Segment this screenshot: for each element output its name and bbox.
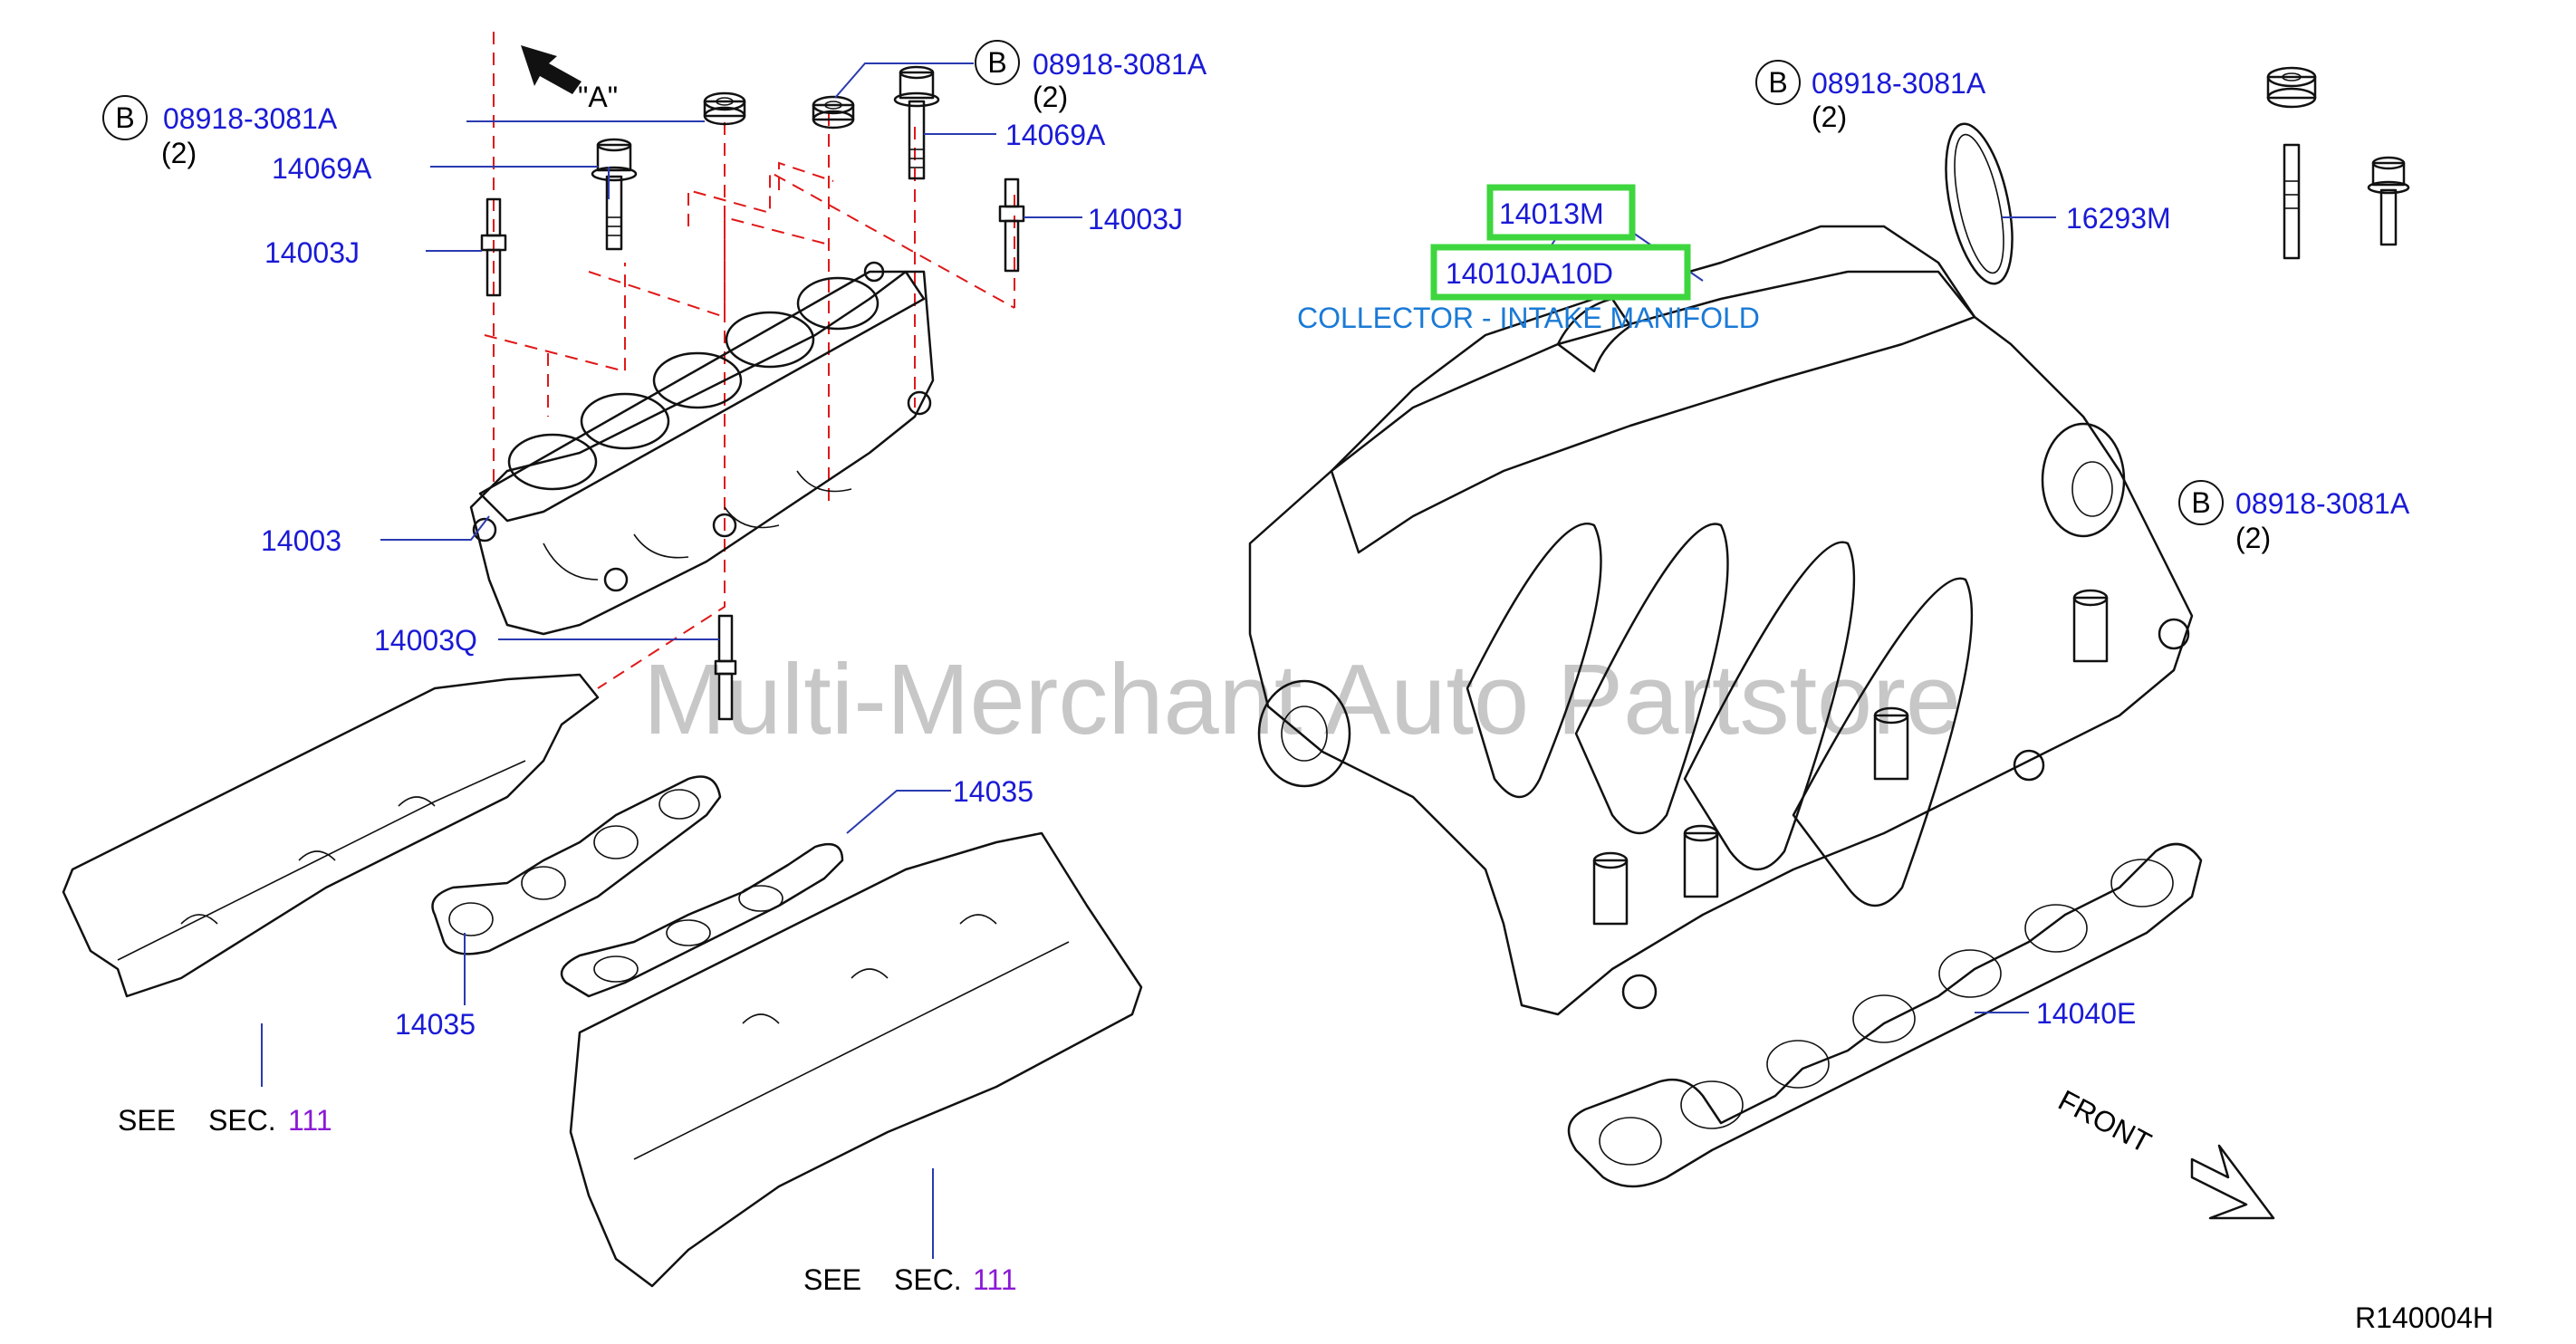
b-circle-1: B bbox=[102, 95, 148, 140]
quantity-label: (2) bbox=[2235, 522, 2271, 554]
bolt-14069a-left bbox=[591, 138, 638, 251]
part-number-14040e[interactable]: 14040E bbox=[2036, 997, 2136, 1030]
front-arrow-icon bbox=[2190, 1144, 2275, 1220]
b-circle-4: B bbox=[2178, 480, 2224, 525]
stud-14003j-left bbox=[480, 197, 507, 297]
b-circle-2: B bbox=[975, 40, 1020, 85]
part-number-08918-3081a[interactable]: 08918-3081A bbox=[163, 102, 338, 135]
highlight-14010ja10d bbox=[1430, 244, 1691, 301]
intake-collector bbox=[1248, 225, 2194, 1016]
part-number-08918-3081a[interactable]: 08918-3081A bbox=[1812, 67, 1986, 100]
collector-title: COLLECTOR - INTAKE MANIFOLD bbox=[1297, 302, 1760, 334]
watermark: Multi-Merchant Auto Partstore bbox=[643, 644, 1961, 755]
front-label: FRONT bbox=[2053, 1083, 2157, 1159]
cylinder-head-upper bbox=[62, 673, 600, 998]
highlight-14013m bbox=[1486, 184, 1636, 241]
stud-14003j-right bbox=[998, 178, 1025, 273]
part-number-14013m[interactable]: 14013M bbox=[1499, 197, 1604, 230]
part-number-14069a[interactable]: 14069A bbox=[272, 152, 372, 185]
quantity-label: (2) bbox=[1033, 81, 1068, 113]
gasket-14035-lower-part bbox=[560, 842, 844, 998]
quantity-label: (2) bbox=[1812, 101, 1847, 133]
bolt-14069a-right bbox=[893, 65, 940, 180]
svg-text:B: B bbox=[2191, 486, 2210, 519]
part-number-08918-3081a[interactable]: 08918-3081A bbox=[2235, 487, 2410, 520]
cylinder-head-lower bbox=[569, 831, 1143, 1288]
see-label: SEE bbox=[803, 1263, 861, 1296]
flange-nut-collector bbox=[2266, 66, 2317, 109]
bolt-collector bbox=[2367, 156, 2410, 246]
flange-nut-left bbox=[703, 91, 746, 126]
intake-manifold-lower bbox=[469, 261, 935, 636]
part-number-14069a[interactable]: 14069A bbox=[1005, 119, 1106, 151]
part-number-14035[interactable]: 14035 bbox=[395, 1008, 476, 1041]
see-label: SEE bbox=[118, 1104, 176, 1137]
quantity-label: (2) bbox=[161, 137, 197, 169]
part-number-14010ja10d[interactable]: 14010JA10D bbox=[1446, 257, 1613, 290]
part-number-14035[interactable]: 14035 bbox=[953, 775, 1033, 808]
svg-text:B: B bbox=[987, 46, 1006, 79]
collector-gasket-14040e bbox=[1567, 842, 2203, 1188]
stud-collector bbox=[2283, 143, 2301, 260]
throttle-gasket-16293m bbox=[1945, 122, 2014, 285]
part-number-14003[interactable]: 14003 bbox=[261, 524, 341, 557]
flange-nut-right bbox=[812, 95, 855, 130]
svg-text:B: B bbox=[1768, 66, 1787, 99]
sec-label: SEC. bbox=[894, 1263, 962, 1296]
view-a-label: "A" bbox=[578, 81, 618, 113]
part-number-14003q[interactable]: 14003Q bbox=[374, 624, 477, 657]
part-number-16293m[interactable]: 16293M bbox=[2066, 202, 2171, 235]
part-number-14003j[interactable]: 14003J bbox=[1088, 203, 1183, 235]
gasket-14035-upper-part bbox=[431, 775, 722, 955]
part-number-08918-3081a[interactable]: 08918-3081A bbox=[1033, 48, 1207, 81]
sec-label: SEC. bbox=[208, 1104, 276, 1137]
diagram-id: R140004H bbox=[2355, 1301, 2494, 1334]
view-a-arrow bbox=[521, 45, 582, 94]
part-number-14003j[interactable]: 14003J bbox=[264, 236, 360, 269]
b-circle-3: B bbox=[1755, 60, 1801, 105]
section-link-111[interactable]: 111 bbox=[973, 1263, 1017, 1296]
svg-text:B: B bbox=[115, 101, 134, 134]
section-link-111[interactable]: 111 bbox=[288, 1104, 332, 1137]
assembly-guide-lines bbox=[484, 32, 1015, 689]
